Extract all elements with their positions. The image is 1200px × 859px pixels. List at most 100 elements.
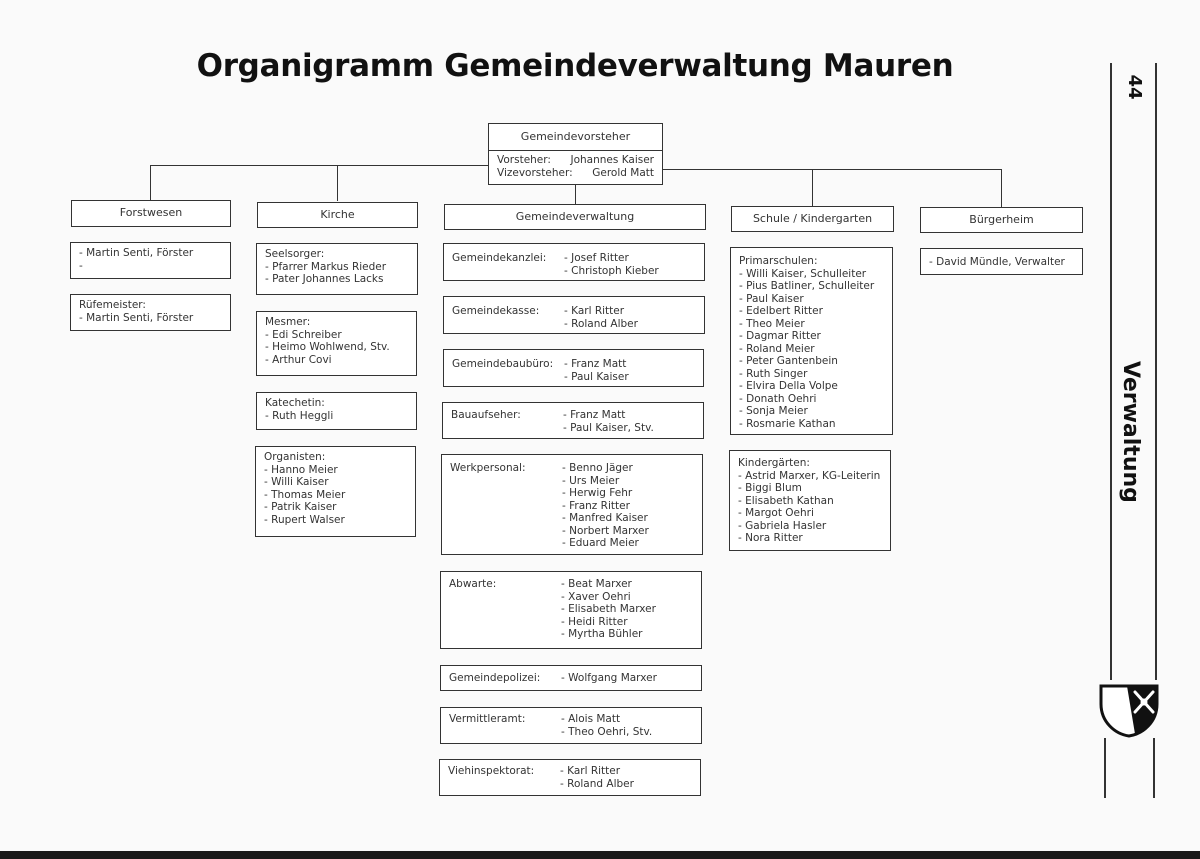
list-item: - Franz Matt xyxy=(563,409,626,421)
list-item: - Karl Ritter xyxy=(564,305,625,317)
side-rule-right-bottom xyxy=(1153,738,1155,798)
list-item: - Eduard Meier xyxy=(562,537,639,549)
list-item: Primarschulen: xyxy=(739,255,818,267)
connector-horizontal-right xyxy=(663,169,1002,170)
list-item: - Urs Meier xyxy=(562,474,620,487)
unit-label: Gemeindekanzlei: xyxy=(452,252,547,264)
list-item: - Roland Meier xyxy=(739,342,815,355)
connector-verwaltung xyxy=(575,185,576,204)
vorsteher-name: Johannes Kaiser xyxy=(570,154,655,166)
side-rule-left-bottom xyxy=(1104,738,1106,798)
list-item: Seelsorger: xyxy=(265,248,325,260)
vizevorsteher-role: Vizevorsteher: xyxy=(497,166,573,179)
list-item: - Theo Meier xyxy=(739,317,805,330)
dept-forstwesen: Forstwesen xyxy=(71,200,231,227)
vizevorsteher-name: Gerold Matt xyxy=(592,166,654,179)
list-item: - Elisabeth Kathan xyxy=(738,494,834,507)
verwaltung-box-baubuero: Gemeindebaubüro: - Franz Matt - Paul Kai… xyxy=(443,349,704,387)
list-item: - Ruth Heggli xyxy=(265,409,334,422)
forst-box-foerster: - Martin Senti, Förster - xyxy=(70,242,231,279)
list-item: - Christoph Kieber xyxy=(564,264,659,277)
list-item: - Edi Schreiber xyxy=(265,328,342,341)
list-item: - Willi Kaiser, Schulleiter xyxy=(739,267,867,280)
list-item: Rüfemeister: xyxy=(79,299,146,311)
list-item: - Gabriela Hasler xyxy=(738,519,827,532)
gemeindevorsteher-header: Gemeindevorsteher xyxy=(489,124,662,151)
list-item: Kindergärten: xyxy=(738,457,810,469)
list-item: - Roland Alber xyxy=(560,777,634,790)
list-item: - Willi Kaiser xyxy=(264,476,329,488)
schule-box-primarschulen: Primarschulen: - Willi Kaiser, Schulleit… xyxy=(730,247,893,435)
list-item: - Astrid Marxer, KG-Leiterin xyxy=(738,469,881,482)
list-item: - Alois Matt xyxy=(561,713,621,725)
list-item: - Manfred Kaiser xyxy=(562,512,648,524)
list-item: - Margot Oehri xyxy=(738,507,814,519)
verwaltung-box-kanzlei: Gemeindekanzlei: - Josef Ritter - Christ… xyxy=(443,243,705,281)
list-item: - Norbert Marxer xyxy=(562,524,649,537)
buergerheim-box-verwalter: - David Mündle, Verwalter xyxy=(920,248,1083,275)
list-item: - Peter Gantenbein xyxy=(739,355,838,367)
section-label-text: Verwaltung xyxy=(1118,361,1143,503)
list-item: - Paul Kaiser, Stv. xyxy=(563,421,654,434)
list-item: - Donath Oehri xyxy=(739,392,817,405)
connector-kirche xyxy=(337,165,338,201)
list-item: - Franz Matt xyxy=(564,358,627,370)
connector-schule xyxy=(812,169,813,206)
list-item: - Ruth Singer xyxy=(739,367,808,380)
list-item: - Martin Senti, Förster xyxy=(79,311,194,324)
list-item: - Pius Batliner, Schulleiter xyxy=(739,280,875,292)
list-item: - Josef Ritter xyxy=(564,252,629,264)
bottom-bar xyxy=(0,851,1200,859)
vorsteher-row: Vorsteher: Johannes Kaiser xyxy=(497,154,654,167)
verwaltung-box-vermittleramt: Vermittleramt: - Alois Matt - Theo Oehri… xyxy=(440,707,702,744)
list-item: Mesmer: xyxy=(265,316,311,328)
unit-label: Gemeindebaubüro: xyxy=(452,358,554,370)
verwaltung-box-abwarte: Abwarte: - Beat Marxer - Xaver Oehri - E… xyxy=(440,571,702,649)
list-item: - Karl Ritter xyxy=(560,765,621,777)
list-item: - Paul Kaiser xyxy=(564,370,629,383)
gemeindevorsteher-box: Gemeindevorsteher Vorsteher: Johannes Ka… xyxy=(488,123,663,185)
list-item: - Franz Ritter xyxy=(562,499,630,512)
list-item: - Rosmarie Kathan xyxy=(739,417,836,430)
list-item: Katechetin: xyxy=(265,397,325,409)
list-item: - Dagmar Ritter xyxy=(739,330,821,342)
list-item: - Biggi Blum xyxy=(738,482,802,494)
list-item: - Paul Kaiser xyxy=(739,292,804,305)
unit-label: Gemeindepolizei: xyxy=(449,672,541,684)
list-item: - Rupert Walser xyxy=(264,513,345,526)
unit-label: Vermittleramt: xyxy=(449,713,526,725)
list-item: - Thomas Meier xyxy=(264,488,346,501)
kirche-box-katechetin: Katechetin: - Ruth Heggli xyxy=(256,392,417,430)
vizevorsteher-row: Vizevorsteher: Gerold Matt xyxy=(497,167,654,180)
connector-buergerheim xyxy=(1001,169,1002,207)
list-item: - Pfarrer Markus Rieder xyxy=(265,260,387,273)
forst-box-ruefemeister: Rüfemeister: - Martin Senti, Förster xyxy=(70,294,231,331)
page-number-text: 44 xyxy=(1124,74,1145,100)
list-item: - Martin Senti, Förster xyxy=(79,247,194,259)
list-item: - Benno Jäger xyxy=(562,462,633,474)
side-rule-left-top xyxy=(1110,63,1112,680)
kirche-box-mesmer: Mesmer: - Edi Schreiber - Heimo Wohlwend… xyxy=(256,311,417,376)
list-item: - Sonja Meier xyxy=(739,405,808,417)
section-label: Verwaltung xyxy=(1115,361,1145,503)
unit-label: Gemeindekasse: xyxy=(452,305,540,317)
list-item: - Herwig Fehr xyxy=(562,487,633,499)
list-item: - Xaver Oehri xyxy=(561,590,631,603)
list-item: - Patrik Kaiser xyxy=(264,501,337,513)
list-item: - Heimo Wohlwend, Stv. xyxy=(265,341,390,353)
list-item: - Theo Oehri, Stv. xyxy=(561,725,653,738)
crest-icon xyxy=(1099,684,1159,738)
connector-forst xyxy=(150,165,151,201)
schule-box-kindergaerten: Kindergärten: - Astrid Marxer, KG-Leiter… xyxy=(729,450,891,551)
list-item: - Arthur Covi xyxy=(265,353,332,366)
list-item: Organisten: xyxy=(264,451,326,463)
page-number: 44 xyxy=(1121,70,1147,104)
list-item: - Roland Alber xyxy=(564,317,638,330)
list-item: - Nora Ritter xyxy=(738,532,803,544)
page-title: Organigramm Gemeindeverwaltung Mauren xyxy=(196,48,954,84)
verwaltung-box-polizei: Gemeindepolizei: - Wolfgang Marxer xyxy=(440,665,702,691)
verwaltung-box-bauaufseher: Bauaufseher: - Franz Matt - Paul Kaiser,… xyxy=(442,402,704,439)
unit-label: Werkpersonal: xyxy=(450,462,526,474)
list-item: - Elvira Della Volpe xyxy=(739,380,838,392)
list-item: - Edelbert Ritter xyxy=(739,305,823,317)
